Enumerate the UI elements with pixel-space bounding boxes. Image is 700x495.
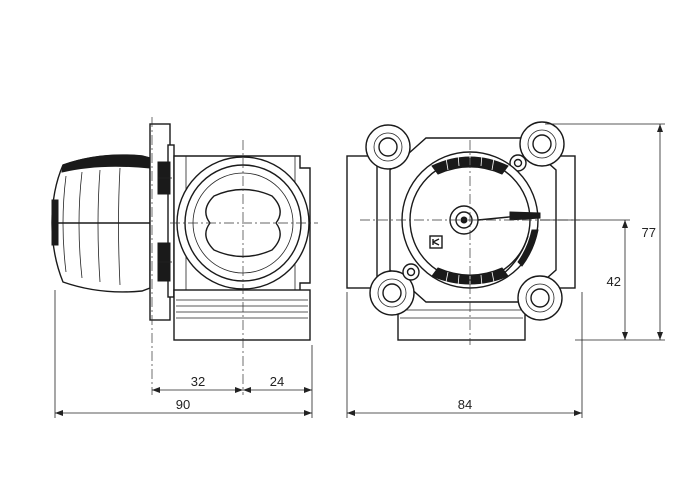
dim-77-label: 77 — [642, 225, 656, 240]
front-view — [346, 121, 580, 345]
dim-42-label: 42 — [607, 274, 621, 289]
dimension-lines — [54, 123, 665, 418]
side-view — [51, 117, 318, 395]
dim-24-label: 24 — [270, 374, 284, 389]
motor-logo-icon — [429, 235, 443, 249]
dim-84-label: 84 — [458, 397, 472, 412]
dim-90-label: 90 — [176, 397, 190, 412]
actuator-knob-icon — [51, 154, 151, 293]
dim-32-label: 32 — [191, 374, 205, 389]
